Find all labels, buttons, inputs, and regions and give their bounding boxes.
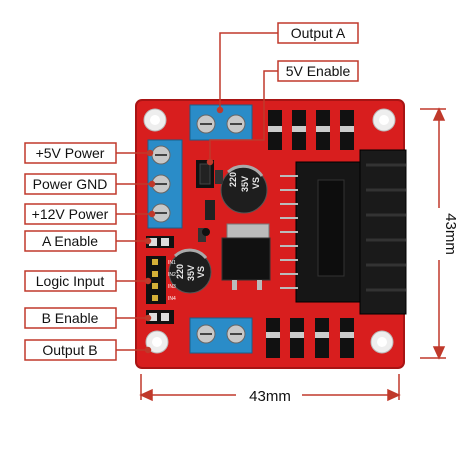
mounting-hole-icon: [370, 330, 394, 354]
cap-top-label: VS: [251, 177, 261, 189]
cap-top-label: 35V: [240, 176, 250, 192]
height-dimension-label: 43mm: [442, 213, 459, 255]
label-box-b-enable: B Enable: [24, 307, 117, 329]
label-box-logic-input: Logic Input: [24, 270, 117, 292]
label-5v-enable: 5V Enable: [286, 63, 351, 79]
pin-label: IN4: [168, 296, 176, 302]
diode-row-top: [268, 110, 354, 150]
cap-bottom-label: 35V: [186, 265, 196, 281]
smd-components: [198, 170, 223, 242]
label-box-output-b: Output B: [24, 339, 117, 361]
label-logic-input: Logic Input: [36, 273, 105, 289]
label-power-gnd: Power GND: [33, 176, 108, 192]
pin-label: IN2: [168, 272, 176, 278]
output-b-terminal: [189, 317, 253, 354]
label-5v-power: +5V Power: [36, 145, 105, 161]
width-label-bg: [236, 386, 302, 404]
height-label-bg: [428, 208, 450, 260]
cap-bottom-label: VS: [196, 266, 206, 278]
label-12v-power: +12V Power: [32, 206, 109, 222]
label-box-power-5v: +5V Power: [24, 142, 117, 164]
label-b-enable: B Enable: [42, 310, 99, 326]
l298n-heatsink: [280, 149, 407, 315]
logic-input-header: IN1 IN2 IN3 IN4: [146, 256, 176, 304]
label-box-5v-enable: 5V Enable: [277, 60, 359, 82]
label-box-output-a: Output A: [277, 22, 359, 44]
mounting-hole-icon: [143, 108, 167, 132]
diode-row-bottom: [266, 318, 354, 358]
voltage-regulator: [221, 223, 271, 290]
pin-label: IN1: [168, 260, 176, 266]
pin-label: IN3: [168, 284, 176, 290]
a-enable-header: [146, 236, 174, 248]
5v-enable-jumper: [196, 160, 214, 188]
cap-top-label: 220: [228, 172, 238, 187]
b-enable-header: [146, 310, 174, 324]
capacitor-bottom: 220 35V VS: [168, 248, 212, 294]
label-box-power-gnd: Power GND: [24, 173, 117, 195]
width-dimension-label: 43mm: [249, 388, 291, 405]
capacitor-top: 220 35V VS: [220, 164, 268, 214]
mounting-hole-icon: [372, 108, 396, 132]
label-a-enable: A Enable: [42, 233, 98, 249]
mounting-hole-icon: [145, 330, 169, 354]
label-output-a: Output A: [291, 25, 346, 41]
label-box-power-12v: +12V Power: [24, 203, 117, 225]
callout-lines: [116, 32, 278, 354]
label-output-b: Output B: [42, 342, 97, 358]
label-box-a-enable: A Enable: [24, 230, 117, 252]
cap-bottom-label: 220: [175, 264, 185, 279]
